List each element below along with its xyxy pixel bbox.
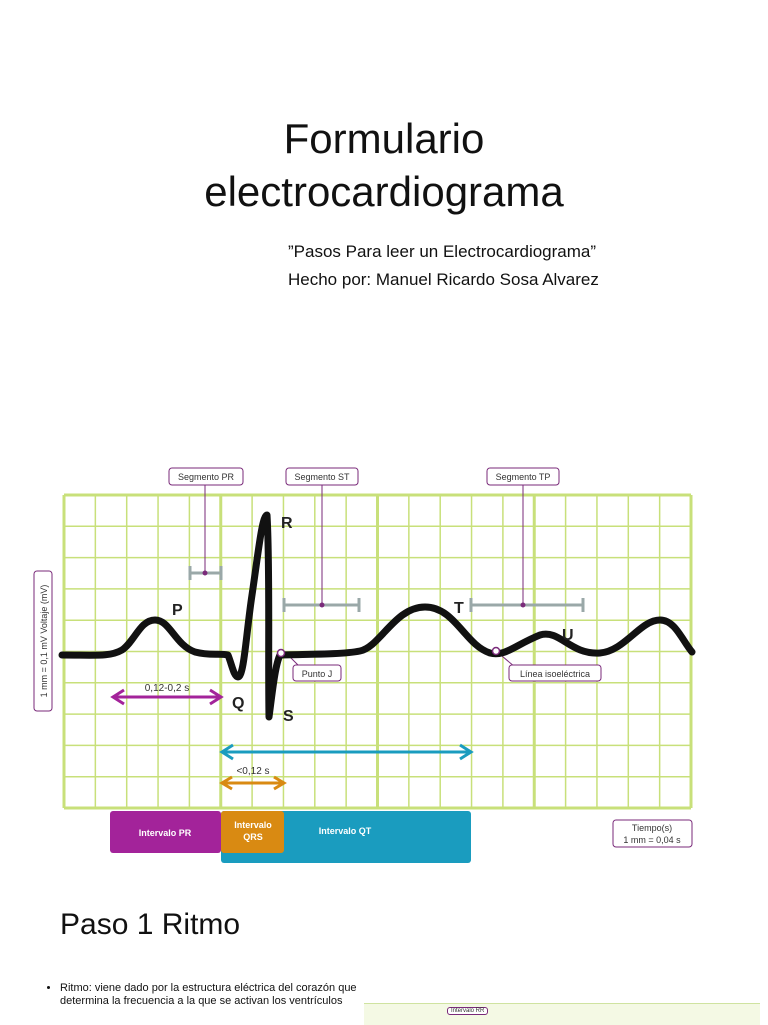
wave-label-r: R <box>281 515 293 532</box>
subtitle: ”Pasos Para leer un Electrocardiograma” … <box>288 238 599 294</box>
subtitle-line-1: ”Pasos Para leer un Electrocardiograma” <box>288 242 597 261</box>
segmento-pr-label: Segmento PR <box>178 472 235 482</box>
intervalo-qt-label: Intervalo QT <box>319 826 372 836</box>
segment-bars <box>188 566 585 612</box>
wave-label-p: P <box>172 602 183 619</box>
paso-1-heading: Paso 1 Ritmo <box>60 908 241 941</box>
segmento-tp-box <box>486 467 560 486</box>
title-line-1: Formulario <box>283 115 485 162</box>
intervalo-pr-label: Intervalo PR <box>139 828 192 838</box>
intervalo-rr-label: Intervalo RR <box>447 1007 489 1015</box>
ecg-diagram: P Q R S T U Segmento PR Segmento ST Segm… <box>33 467 696 863</box>
isoelectric-marker <box>491 646 501 656</box>
bullet-ritmo: Ritmo: viene dado por la estructura eléc… <box>60 982 390 1008</box>
intervalo-qrs-label-2: QRS <box>243 832 263 842</box>
tiempo-label-1: Tiempo(s) <box>632 823 672 833</box>
segmento-tp-label: Segmento TP <box>496 472 551 482</box>
wave-label-u: U <box>562 627 574 644</box>
linea-isoelectrica-label: Línea isoeléctrica <box>520 669 590 679</box>
page-title: Formulario electrocardiograma <box>0 112 768 218</box>
voltage-axis-box <box>33 570 53 712</box>
punto-j-box <box>292 664 342 682</box>
ecg-grid <box>62 493 693 810</box>
qrs-range-label: <0,12 s <box>236 766 269 777</box>
intervalo-qrs-bar <box>221 811 284 853</box>
voltage-axis-label: 1 mm = 0,1 mV Voltaje (mV) <box>39 585 49 698</box>
punto-j-marker <box>276 648 286 658</box>
rr-interval-thumbnail: Intervalo RR <box>364 1003 760 1025</box>
tiempo-box <box>612 819 693 848</box>
subtitle-line-2: Hecho por: Manuel Ricardo Sosa Alvarez <box>288 270 599 289</box>
qt-interval-arrow <box>219 743 474 761</box>
punto-j-label: Punto J <box>302 669 333 679</box>
wave-label-q: Q <box>232 695 244 712</box>
bullet-list: Ritmo: viene dado por la estructura eléc… <box>42 982 390 1008</box>
intervalo-pr-bar <box>110 811 221 853</box>
tp-callout-dot <box>520 602 526 608</box>
wave-label-t: T <box>454 600 464 617</box>
linea-isoelectrica-box <box>508 664 602 682</box>
st-callout-dot <box>319 602 325 608</box>
pr-interval-arrow <box>110 688 224 706</box>
intervalo-qrs-label-1: Intervalo <box>234 820 272 830</box>
tiempo-label-2: 1 mm = 0,04 s <box>623 835 681 845</box>
qrs-interval-arrow <box>219 775 287 791</box>
segmento-st-box <box>285 467 359 486</box>
segmento-st-label: Segmento ST <box>294 472 350 482</box>
segmento-pr-box <box>168 467 244 486</box>
title-line-2: electrocardiograma <box>204 168 564 215</box>
pr-callout-dot <box>202 570 208 576</box>
ecg-trace <box>58 511 696 721</box>
wave-label-s: S <box>283 708 294 725</box>
pr-range-label: 0,12-0,2 s <box>145 683 189 694</box>
